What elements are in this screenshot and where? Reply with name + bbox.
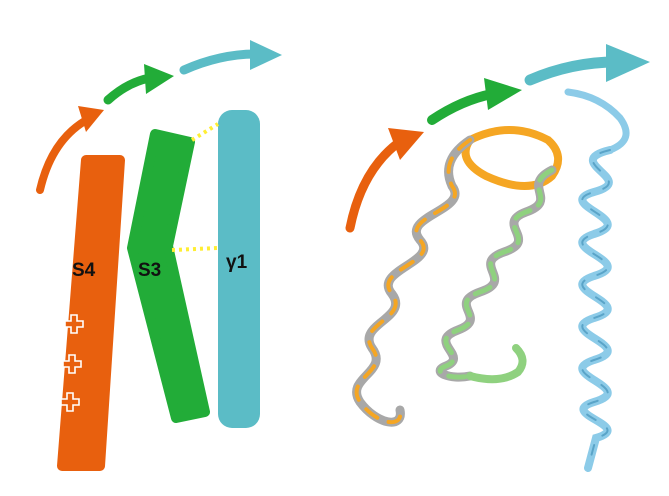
ribbon-s4 (352, 126, 562, 427)
arrowhead-green (144, 64, 174, 94)
arrow-orange-icon (345, 135, 407, 233)
arrowhead-teal (250, 40, 282, 70)
arrow-orange-icon (36, 114, 94, 194)
arrowhead-teal (606, 44, 650, 82)
right-structure (345, 44, 650, 472)
label-gamma1: γ1 (226, 252, 248, 273)
arrowhead-orange (78, 106, 104, 132)
charge-plus-icon (64, 314, 84, 334)
label-s4: S4 (72, 260, 96, 281)
arrow-green-icon (103, 73, 155, 105)
left-schematic: S4 S3 γ1 (36, 40, 282, 471)
helix-s4 (57, 155, 125, 471)
helix-gamma1 (218, 110, 260, 428)
arrowhead-green (484, 78, 522, 110)
label-s3: S3 (138, 260, 161, 281)
arrow-teal-icon (524, 56, 622, 86)
ribbon-gamma1 (564, 88, 630, 472)
arrowhead-orange (388, 128, 424, 160)
arrow-teal-icon (179, 49, 261, 75)
charge-plus-icon (62, 354, 82, 374)
charge-plus-icon (60, 392, 80, 412)
helix-s3 (127, 129, 210, 423)
ribbon-s3 (435, 165, 557, 384)
arrow-green-icon (427, 89, 497, 125)
interaction-dots-mid (171, 246, 219, 252)
interaction-dots-top (190, 122, 220, 142)
